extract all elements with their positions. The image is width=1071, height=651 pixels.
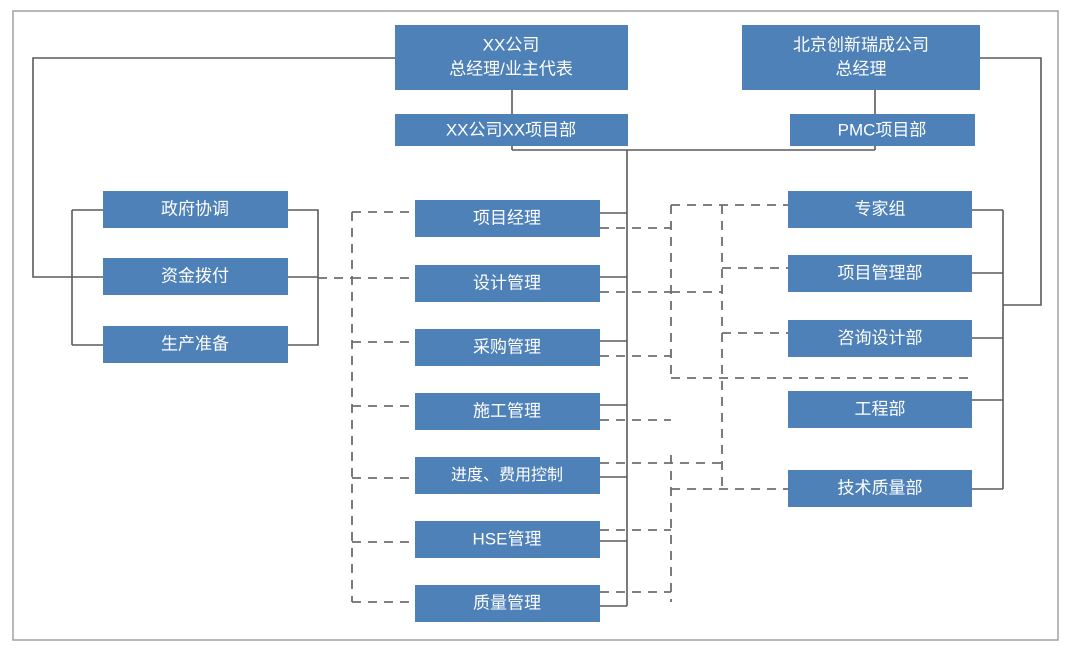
node-right-3[interactable]: 工程部 xyxy=(788,391,972,428)
diagram-frame xyxy=(12,10,1059,641)
node-right-2-label: 咨询设计部 xyxy=(838,328,923,347)
node-pmc-project-dept[interactable]: PMC项目部 xyxy=(790,114,975,146)
solid-connector-group xyxy=(32,57,1042,607)
node-center-3[interactable]: 施工管理 xyxy=(415,393,600,430)
node-owner-project-dept[interactable]: XX公司XX项目部 xyxy=(395,114,628,146)
link-pmc-gm-to-right-branch xyxy=(980,57,1042,306)
node-left-2-label: 生产准备 xyxy=(161,334,229,353)
node-owner-gm-line2: 总经理/业主代表 xyxy=(449,59,573,78)
node-right-4-label: 技术质量部 xyxy=(838,478,923,497)
node-center-2-label: 采购管理 xyxy=(473,337,541,356)
node-right-0[interactable]: 专家组 xyxy=(788,191,972,228)
node-left-1-label: 资金拨付 xyxy=(161,266,229,285)
link-owner-gm-to-left-branch xyxy=(32,57,395,278)
node-left-0-label: 政府协调 xyxy=(161,199,229,218)
node-center-2[interactable]: 采购管理 xyxy=(415,329,600,366)
node-owner-gm[interactable]: XX公司 总经理/业主代表 xyxy=(395,25,628,90)
node-left-0[interactable]: 政府协调 xyxy=(103,191,288,228)
node-center-0[interactable]: 项目经理 xyxy=(415,200,600,237)
node-right-1-label: 项目管理部 xyxy=(838,263,923,282)
node-center-4[interactable]: 进度、费用控制 xyxy=(415,457,600,494)
node-center-3-label: 施工管理 xyxy=(473,401,541,420)
node-center-5-label: HSE管理 xyxy=(473,529,542,548)
node-center-1[interactable]: 设计管理 xyxy=(415,265,600,302)
node-center-6-label: 质量管理 xyxy=(473,593,541,612)
node-pmc-gm-line1: 北京创新瑞成公司 xyxy=(793,35,929,54)
node-center-5[interactable]: HSE管理 xyxy=(415,521,600,558)
node-right-4[interactable]: 技术质量部 xyxy=(788,470,972,507)
node-right-0-label: 专家组 xyxy=(855,199,906,218)
node-right-3-label: 工程部 xyxy=(855,399,906,418)
node-pmc-gm[interactable]: 北京创新瑞成公司 总经理 xyxy=(742,25,980,90)
node-center-4-label: 进度、费用控制 xyxy=(451,466,563,484)
node-pmc-gm-line2: 总经理 xyxy=(836,59,887,78)
node-owner-project-dept-label: XX公司XX项目部 xyxy=(446,120,576,139)
node-right-1[interactable]: 项目管理部 xyxy=(788,255,972,292)
node-right-2[interactable]: 咨询设计部 xyxy=(788,320,972,357)
node-left-2[interactable]: 生产准备 xyxy=(103,326,288,363)
node-left-1[interactable]: 资金拨付 xyxy=(103,258,288,295)
node-owner-gm-line1: XX公司 xyxy=(483,35,540,54)
node-center-0-label: 项目经理 xyxy=(473,208,541,227)
node-pmc-project-dept-label: PMC项目部 xyxy=(838,120,927,139)
node-center-6[interactable]: 质量管理 xyxy=(415,585,600,622)
node-center-1-label: 设计管理 xyxy=(473,273,541,292)
